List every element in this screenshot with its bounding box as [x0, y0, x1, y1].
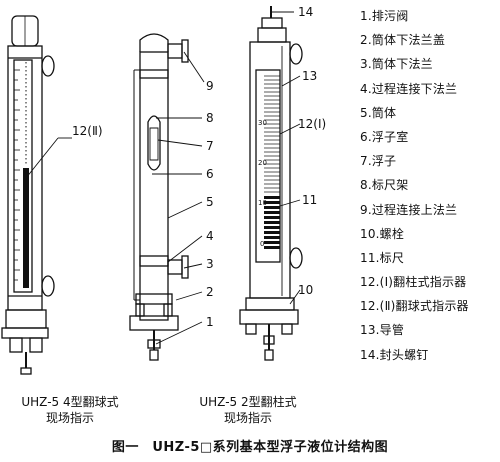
- callout-6: 6: [206, 167, 214, 181]
- legend-item: 5.筒体: [360, 105, 397, 120]
- callout-14: 14: [298, 5, 313, 19]
- scale-10: 10: [258, 199, 267, 207]
- legend-item: 13.导管: [360, 323, 405, 338]
- middle-instrument: [129, 33, 189, 361]
- right-instrument-caption: UHZ-5 2型翻柱式 现场指示: [188, 394, 308, 426]
- legend-item: 3.筒体下法兰: [360, 57, 433, 72]
- left-indicator-tube: [13, 59, 33, 293]
- legend-item: 12.(Ⅰ)翻柱式指示器: [360, 275, 467, 290]
- callout-11: 11: [302, 193, 317, 207]
- callout-12-i: 12(Ⅰ): [298, 117, 326, 131]
- vessel-bottom-flange: [135, 293, 173, 305]
- callout-13: 13: [302, 69, 317, 83]
- legend-item: 8.标尺架: [360, 178, 409, 193]
- drain-outlet: [149, 349, 159, 361]
- left-upper-connector: [41, 55, 55, 77]
- legend-item: 11.标尺: [360, 250, 405, 265]
- caption-line: UHZ-5 4型翻球式: [21, 395, 119, 409]
- leader-lines: [25, 11, 301, 345]
- legend-item: 12.(Ⅱ)翻球式指示器: [360, 299, 469, 314]
- middle-bolt-a: [135, 303, 145, 317]
- callout-12-ii: 12(Ⅱ): [72, 124, 103, 138]
- flap-indicator-window: [255, 69, 281, 263]
- flap-slats-flipped: [264, 196, 280, 249]
- legend-item: 4.过程连接下法兰: [360, 81, 458, 96]
- middle-bolt-b: [163, 303, 173, 317]
- upper-clamp-band: [139, 69, 169, 79]
- callout-5: 5: [206, 195, 214, 209]
- right-upper-connector: [289, 43, 303, 65]
- callout-8: 8: [206, 111, 214, 125]
- callout-9: 9: [206, 79, 214, 93]
- left-drain-cap: [20, 367, 32, 375]
- callout-4: 4: [206, 229, 214, 243]
- caption-line: 现场指示: [45, 411, 94, 425]
- figure-title: 图一 UHZ-5□系列基本型浮子液位计结构图: [111, 440, 389, 455]
- callout-2: 2: [206, 285, 214, 299]
- callout-3: 3: [206, 257, 214, 271]
- middle-top-cap: [139, 33, 169, 52]
- float: [149, 127, 159, 161]
- flap-slats-white: [264, 75, 280, 193]
- upper-process-flange: [181, 39, 189, 63]
- left-bottom-plate: [1, 327, 49, 339]
- callout-10: 10: [298, 283, 313, 297]
- drain-valve: [147, 339, 161, 349]
- legend-item: 10.螺栓: [360, 226, 405, 241]
- right-drain-valve: [263, 335, 275, 345]
- parts-legend: 1.排污阀 2.筒体下法兰盖 3.筒体下法兰 4.过程连接下法兰 5.筒体 6.…: [360, 4, 500, 367]
- middle-main-tube: [139, 51, 169, 321]
- right-bolt-b: [281, 323, 293, 335]
- legend-item: 6.浮子室: [360, 129, 409, 144]
- legend-item: 1.排污阀: [360, 9, 409, 23]
- right-bolt-a: [245, 323, 257, 335]
- legend-item: 2.筒体下法兰盖: [360, 33, 446, 48]
- left-ball-column: [23, 62, 29, 288]
- left-bottom-nut-a: [9, 337, 23, 353]
- caption-line: UHZ-5 2型翻柱式: [199, 395, 297, 409]
- callout-7: 7: [206, 139, 214, 153]
- left-scale-ticks: [14, 69, 20, 281]
- caption-line: 现场指示: [223, 411, 272, 425]
- legend-item: 14.封头螺钉: [360, 347, 429, 362]
- callout-1: 1: [206, 315, 214, 329]
- scale-20: 20: [258, 159, 267, 167]
- scale-0: 0: [260, 240, 264, 248]
- float-chamber: [147, 115, 161, 171]
- left-bottom-nut-b: [29, 337, 43, 353]
- legend-item: 9.过程连接上法兰: [360, 202, 458, 217]
- right-lower-connector: [289, 247, 303, 269]
- left-instrument-caption: UHZ-5 4型翻球式 现场指示: [0, 394, 140, 426]
- right-instrument: [239, 6, 303, 361]
- right-drain-outlet: [264, 349, 274, 361]
- left-lower-connector: [41, 275, 55, 297]
- legend-item: 7.浮子: [360, 154, 397, 169]
- scale-30: 30: [258, 119, 267, 127]
- left-instrument: [1, 15, 55, 375]
